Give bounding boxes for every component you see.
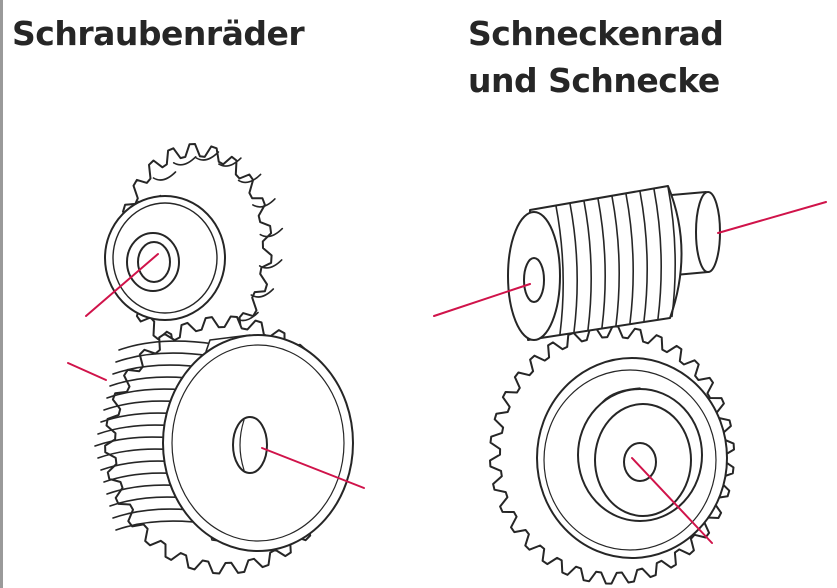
crossed-axis-stub xyxy=(67,362,107,381)
title-worm-gear: Schneckenrad und Schnecke xyxy=(468,10,724,104)
worm-axis-right xyxy=(717,201,827,234)
lower-gear-axis xyxy=(261,447,365,489)
title-helical-gears: Schraubenräder xyxy=(12,10,305,57)
left-border xyxy=(0,0,3,588)
helical-gears-icon xyxy=(94,143,354,575)
worm-wheel-axis xyxy=(631,457,713,544)
upper-gear-axis xyxy=(85,253,159,317)
lower-helical-gear xyxy=(94,315,354,575)
worm-shaft xyxy=(507,185,721,341)
worm-wheel xyxy=(489,325,735,585)
worm-gear-icon xyxy=(489,185,735,585)
title-worm-gear-line2: und Schnecke xyxy=(468,61,720,100)
title-worm-gear-line1: Schneckenrad xyxy=(468,14,724,53)
helical-gear-axes xyxy=(67,253,365,489)
worm-axis-left xyxy=(433,283,531,317)
title-helical-gears-text: Schraubenräder xyxy=(12,14,305,53)
worm-gear-axes xyxy=(433,201,827,544)
